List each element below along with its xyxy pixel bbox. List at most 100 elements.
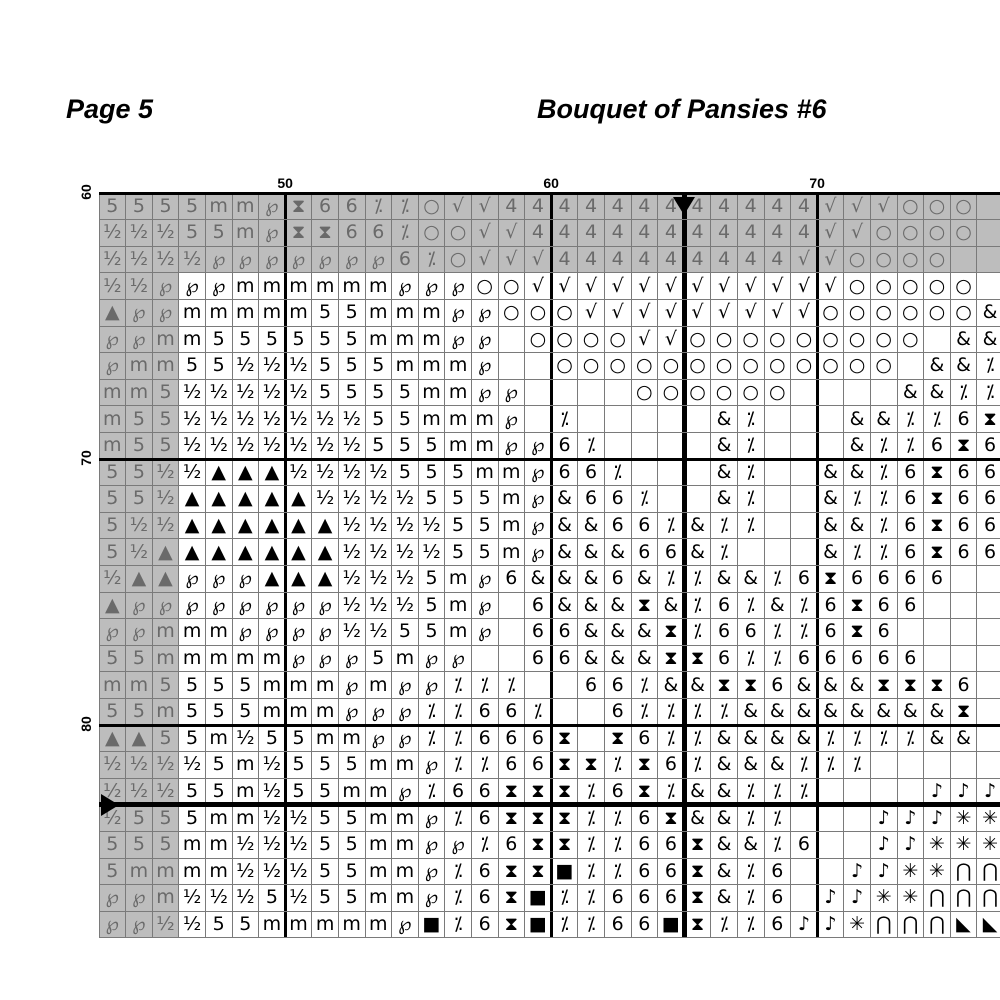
- grid-cell: ○: [928, 274, 946, 297]
- grid-cell: ⁒: [391, 219, 419, 247]
- grid-cell: &: [557, 540, 572, 563]
- grid-cell: ½: [236, 354, 255, 377]
- grid-cell: ℘: [424, 646, 439, 669]
- grid-cell: ½: [209, 407, 228, 430]
- grid-cell: 5: [212, 327, 225, 350]
- grid-cell: 5: [425, 620, 438, 643]
- grid-cell: ▲: [237, 513, 253, 536]
- grid-cell: 5: [125, 698, 153, 725]
- grid-cell: ½: [262, 833, 282, 856]
- grid-cell: ℘: [125, 326, 153, 353]
- grid-cell: ▲: [152, 565, 179, 592]
- grid-cell: ⁒: [666, 779, 676, 802]
- grid-cell: ⧗: [531, 859, 545, 882]
- grid-cell: ½: [342, 593, 361, 616]
- grid-cell: m: [289, 301, 308, 324]
- grid-cell: ○: [923, 193, 951, 220]
- grid-cell: 5: [292, 753, 305, 776]
- grid-cell: ℘: [258, 219, 286, 247]
- grid-cell: ○: [418, 193, 445, 220]
- grid-cell: 4: [684, 246, 711, 273]
- grid-cell: ½: [289, 407, 308, 430]
- grid-cell: m: [395, 833, 415, 856]
- grid-cell: m: [342, 274, 361, 297]
- grid-cell: ℘: [478, 620, 492, 643]
- grid-cell: 5: [319, 753, 332, 776]
- grid-cell: ⁒: [852, 726, 862, 749]
- grid-cell: m: [99, 671, 126, 699]
- grid-cell: √: [471, 193, 498, 220]
- grid-cell: ○: [503, 274, 520, 297]
- grid-line-horizontal: [99, 884, 1000, 886]
- grid-cell: ✳: [902, 886, 919, 909]
- grid-cell: m: [369, 833, 388, 856]
- grid-cell: ½: [369, 513, 388, 536]
- grid-cell: ⁒: [746, 407, 755, 430]
- grid-cell: ▲: [237, 460, 253, 483]
- grid-cell: &: [610, 620, 626, 643]
- grid-cell: 6: [478, 779, 491, 802]
- grid-cell: 6: [585, 673, 598, 696]
- grid-cell: ½: [152, 246, 179, 273]
- grid-cell: ℘: [212, 593, 226, 616]
- grid-cell: 6: [930, 434, 943, 457]
- grid-cell: ♪: [957, 779, 970, 802]
- grid-cell: ⁒: [427, 779, 436, 802]
- grid-cell: ½: [125, 751, 153, 779]
- grid-cell: ⧗: [983, 407, 997, 430]
- grid-cell: 6: [984, 434, 997, 457]
- grid-cell: ½: [369, 593, 388, 616]
- grid-cell: [976, 246, 1000, 273]
- grid-cell: 5: [319, 806, 332, 829]
- grid-cell: 5: [125, 804, 153, 832]
- center-marker-left-icon: [101, 793, 119, 816]
- grid-line-horizontal: [99, 457, 1000, 461]
- grid-cell: 4: [764, 246, 791, 273]
- grid-cell: ℘: [205, 246, 232, 273]
- grid-cell: 6: [824, 646, 837, 669]
- grid-cell: √: [638, 301, 651, 324]
- grid-cell: m: [395, 806, 415, 829]
- grid-cell: &: [823, 460, 838, 483]
- grid-cell: ℘: [152, 592, 179, 619]
- grid-cell: √: [691, 274, 704, 297]
- grid-cell: √: [664, 301, 677, 324]
- grid-cell: ⁒: [480, 753, 489, 776]
- grid-cell: m: [395, 646, 415, 669]
- grid-cell: ⧗: [611, 726, 625, 749]
- grid-cell: 5: [452, 513, 465, 536]
- grid-cell: &: [716, 859, 732, 882]
- grid-cell: ▲: [211, 540, 226, 563]
- grid-cell: ■: [528, 886, 547, 909]
- grid-cell: ½: [369, 487, 388, 510]
- grid-cell: 5: [239, 327, 252, 350]
- grid-cell: ⁒: [746, 434, 755, 457]
- grid-cell: 6: [744, 620, 757, 643]
- grid-cell: &: [716, 886, 732, 909]
- grid-cell: 5: [452, 460, 465, 483]
- grid-cell: ℘: [478, 380, 492, 403]
- grid-cell: 5: [478, 487, 491, 510]
- grid-cell: ⁒: [453, 753, 463, 776]
- grid-cell: ✳: [982, 806, 999, 829]
- grid-cell: ℘: [478, 354, 492, 377]
- grid-cell: 5: [125, 405, 153, 433]
- grid-cell: ⧗: [664, 806, 678, 829]
- grid-cell: ℘: [258, 246, 286, 273]
- grid-cell: ½: [236, 726, 255, 749]
- grid-cell: ○: [582, 327, 600, 350]
- grid-cell: 6: [338, 219, 365, 247]
- grid-cell: 4: [764, 219, 791, 247]
- grid-cell: 6: [478, 726, 491, 749]
- grid-cell: ℘: [265, 593, 279, 616]
- grid-cell: 6: [771, 912, 784, 935]
- grid-cell: ✳: [902, 859, 919, 882]
- grid-cell: m: [209, 806, 228, 829]
- column-number-label: 50: [277, 175, 293, 191]
- grid-cell: 5: [478, 540, 491, 563]
- grid-line-horizontal: [99, 671, 1000, 673]
- grid-cell: ℘: [531, 540, 545, 563]
- grid-cell: 5: [125, 485, 153, 513]
- grid-cell: ♪: [824, 912, 837, 935]
- grid-cell: √: [843, 219, 871, 247]
